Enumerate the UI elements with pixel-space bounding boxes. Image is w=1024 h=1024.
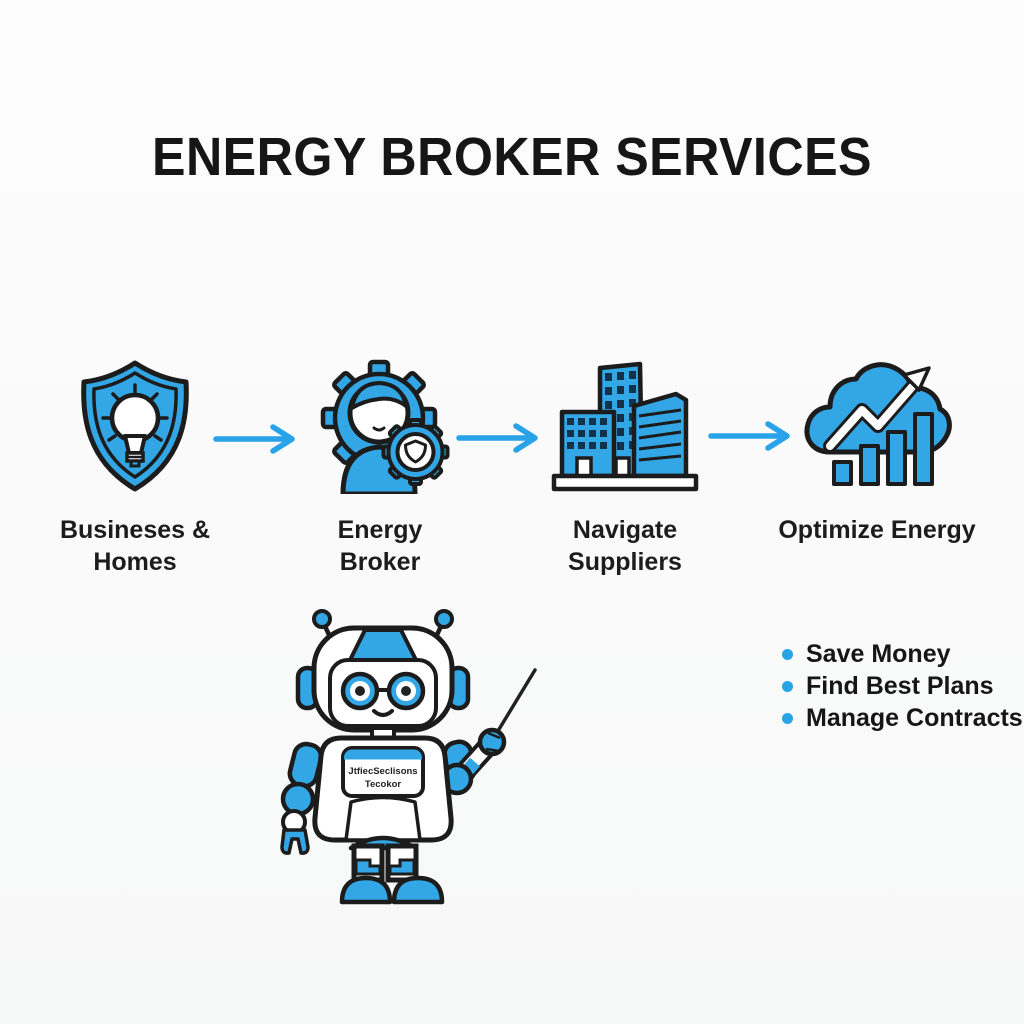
benefit-label: Manage Contracts <box>806 703 1023 732</box>
step-label: Optimize Energy <box>778 516 976 544</box>
broker-person-gears-icon <box>255 356 505 494</box>
benefits-list: Save Money Find Best Plans Manage Contra… <box>782 638 1023 734</box>
list-item: Manage Contracts <box>782 702 1023 734</box>
right-arrow-icon <box>212 424 302 454</box>
step-energy-broker: Energy Broker <box>255 356 505 578</box>
step-label: Energy Broker <box>337 516 423 576</box>
list-item: Save Money <box>782 638 1023 670</box>
right-arrow-icon <box>455 423 545 453</box>
robot-mascot-icon: JtfiecSeclisons Tecokor <box>248 606 548 906</box>
step-optimize-energy: Optimize Energy <box>748 356 1006 546</box>
page-title: ENERGY BROKER SERVICES <box>151 127 872 187</box>
robot-chest-text-line2: Tecokor <box>365 779 402 790</box>
step-businesses-homes: Busineses & Homes <box>10 356 260 578</box>
step-navigate-suppliers: Navigate Suppliers <box>500 356 750 578</box>
bullet-dot-icon <box>782 680 793 692</box>
list-item: Find Best Plans <box>782 670 1023 702</box>
suppliers-buildings-icon <box>500 356 750 494</box>
bullet-dot-icon <box>782 648 793 660</box>
benefit-label: Save Money <box>806 639 951 668</box>
optimize-cloud-chart-icon <box>748 356 1006 494</box>
right-arrow-icon <box>707 421 797 451</box>
robot-chest-text-line1: JtfiecSeclisons <box>348 766 417 777</box>
bullet-dot-icon <box>782 712 793 724</box>
shield-lightbulb-icon <box>10 356 260 494</box>
step-label: Busineses & Homes <box>59 516 211 576</box>
step-label: Navigate Suppliers <box>568 516 682 576</box>
benefit-label: Find Best Plans <box>806 671 994 700</box>
